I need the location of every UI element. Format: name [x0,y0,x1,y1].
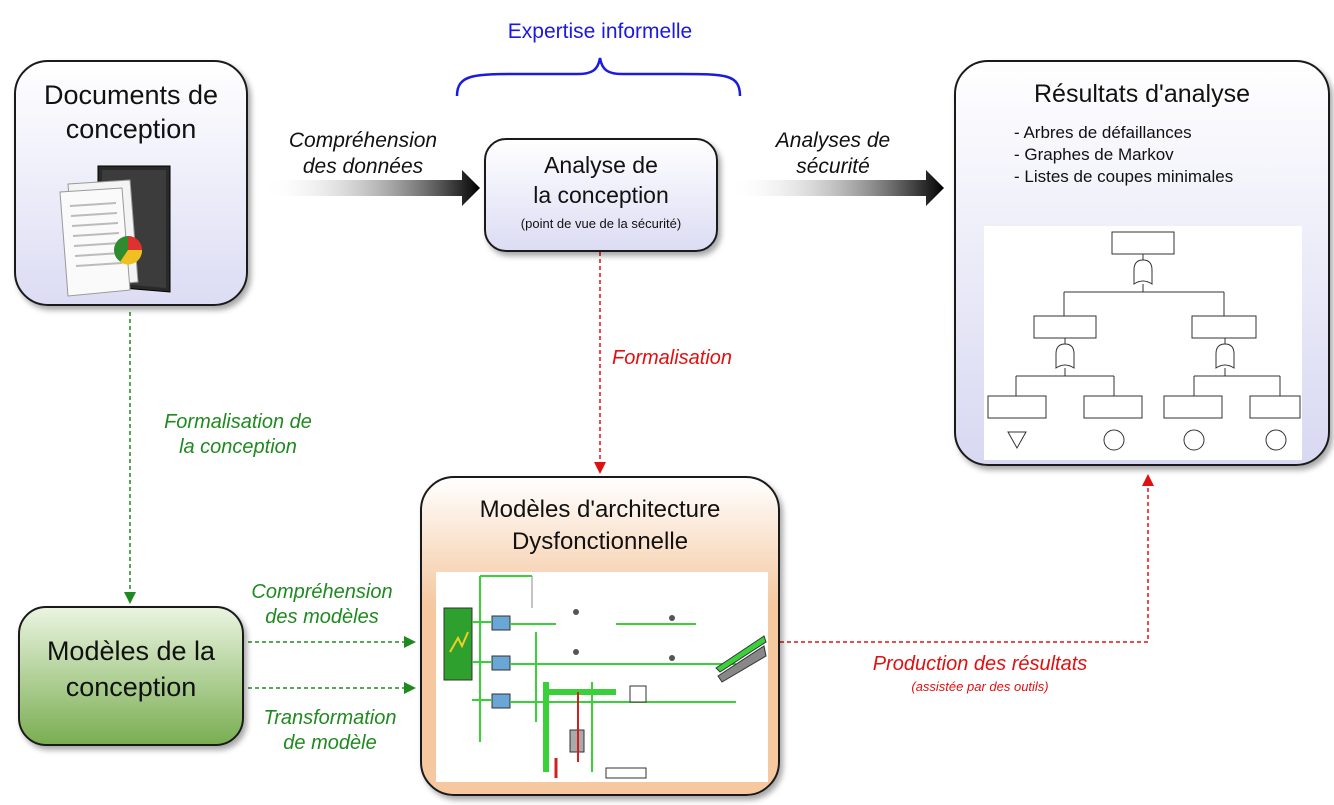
label-transformation-l1: Transformation [263,707,397,729]
modeles-architecture-line1: Modèles d'architecture [479,496,721,523]
label-analyses-securite: Analyses de sécurité [748,128,918,181]
label-formalisation-conception: Formalisation de la conception [138,410,338,460]
label-comprehension-modeles-l1: Compréhension [251,581,393,603]
label-transformation: Transformation de modèle [230,706,430,756]
label-analyses-securite-l2: sécurité [796,155,870,179]
arrowhead-formalisation-conception [124,592,136,604]
expertise-label: Expertise informelle [507,20,693,43]
analyse-line1: Analyse de [544,152,658,178]
analyse-line2: la conception [533,182,669,208]
resultats-item: - Graphes de Markov [1014,145,1174,164]
label-production-resultats: Production des résultats (assistée par d… [820,652,1140,695]
modeles-architecture-box: Modèles d'architecture Dysfonctionnelle [420,476,780,796]
label-comprehension-modeles-l2: des modèles [265,606,379,628]
resultats-analyse-box: Résultats d'analyse - Arbres de défailla… [954,60,1330,466]
arrowhead-transformation [404,682,416,694]
label-transformation-l2: de modèle [283,732,377,754]
analyse-line3: (point de vue de la sécurité) [520,216,682,231]
modeles-conception-box: Modèles de la conception [18,606,244,746]
resultats-item: - Arbres de défaillances [1014,123,1192,142]
label-comprehension-donnees-l1: Compréhension [288,129,438,152]
arrowhead-comprehension-modeles [404,636,416,648]
modeles-conception-line2: conception [65,672,197,702]
documents-conception-box: Documents de conception [14,60,248,306]
arrowhead-production-resultats [1142,474,1154,486]
documents-title-line1: Documents de [43,80,219,110]
modeles-architecture-line2: Dysfonctionnelle [511,528,689,555]
analyse-conception-box: Analyse de la conception (point de vue d… [484,138,718,252]
arrow-analyses-securite [728,170,944,206]
label-formalisation-conception-l2: la conception [179,436,297,458]
edge-production-resultats [780,486,1149,643]
resultats-item: - Listes de coupes minimales [1014,167,1234,186]
fault-tree-image [984,226,1302,460]
label-analyses-securite-l1: Analyses de [775,129,891,152]
arrowhead-formalisation [594,462,606,474]
resultats-title: Résultats d'analyse [1033,80,1250,108]
label-comprehension-donnees-l2: des données [302,155,424,179]
label-production-l2: (assistée par des outils) [911,679,1049,694]
resultats-list: - Arbres de défaillances - Graphes de Ma… [1014,122,1233,188]
expertise-brace [455,57,742,97]
label-production-l1: Production des résultats [872,653,1088,675]
arrow-comprehension-donnees [262,170,480,206]
modeles-conception-line1: Modèles de la [46,636,216,666]
architecture-model-image [436,572,768,782]
label-formalisation: Formalisation [612,347,733,369]
label-comprehension-donnees: Compréhension des données [268,128,458,181]
label-comprehension-modeles: Compréhension des modèles [222,580,422,630]
documents-title-line2: conception [65,114,197,144]
label-formalisation-conception-l1: Formalisation de [164,411,312,433]
document-folder-icon [59,165,171,297]
